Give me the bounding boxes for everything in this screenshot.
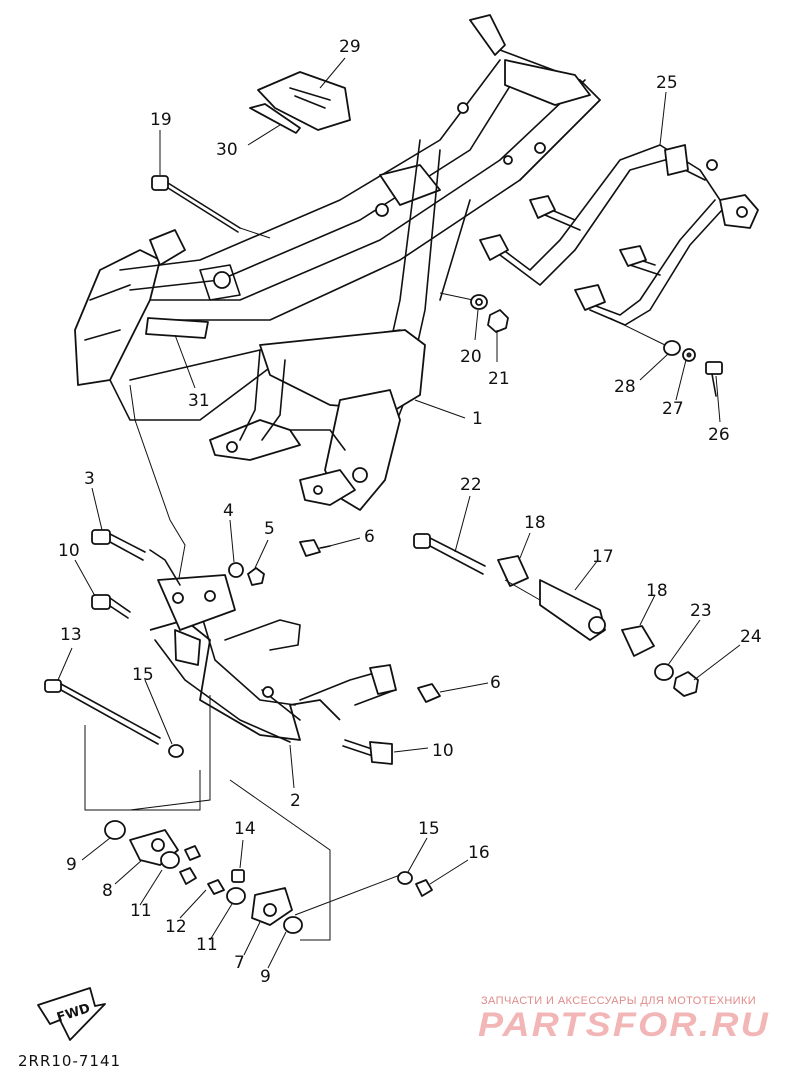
callout-18-lower: 18 [646, 581, 668, 601]
callout-21: 21 [488, 369, 510, 389]
washer-nut-20-21-drawing [439, 292, 509, 333]
callout-8: 8 [102, 881, 113, 901]
callout-9-left: 9 [66, 855, 77, 875]
engine-mounts-drawing [84, 695, 433, 941]
callout-28: 28 [614, 377, 636, 397]
callout-labels: 29 30 19 25 20 21 31 1 28 27 26 3 4 5 6 … [58, 37, 762, 987]
callout-6-lower: 6 [490, 673, 501, 693]
callout-23: 23 [690, 601, 712, 621]
bolts-lower-drawing [44, 529, 486, 765]
engine-bracket-drawing [149, 549, 397, 743]
callout-4: 4 [223, 501, 234, 521]
callout-16: 16 [468, 843, 490, 863]
callout-1: 1 [472, 409, 483, 429]
callout-31: 31 [188, 391, 210, 411]
callout-27: 27 [662, 399, 684, 419]
main-frame-drawing [74, 14, 601, 601]
callout-19: 19 [150, 110, 172, 130]
callout-9-right: 9 [260, 967, 271, 987]
callout-15-lower: 15 [418, 819, 440, 839]
callout-11-right: 11 [196, 935, 218, 955]
watermark-brand: PARTSFOR.RU [478, 1006, 770, 1044]
bracket-17-drawing [497, 555, 699, 697]
callout-12: 12 [165, 917, 187, 937]
callout-13: 13 [60, 625, 82, 645]
callout-30: 30 [216, 140, 238, 160]
watermark-tagline: ЗАПЧАСТИ И АКСЕССУАРЫ ДЛЯ МОТОТЕХНИКИ [481, 995, 756, 1007]
callout-10-upper: 10 [58, 541, 80, 561]
callout-3: 3 [84, 469, 95, 489]
callout-17: 17 [592, 547, 614, 567]
leader-lines [57, 57, 741, 969]
bolt-washer-26-28-drawing [609, 317, 723, 397]
callout-11-left: 11 [130, 901, 152, 921]
callout-26: 26 [708, 425, 730, 445]
callout-20: 20 [460, 347, 482, 367]
fwd-arrow [37, 987, 106, 1041]
rear-subframe-drawing [479, 144, 759, 326]
bolt-19-drawing [151, 175, 271, 239]
callout-29: 29 [339, 37, 361, 57]
callout-22: 22 [460, 475, 482, 495]
callout-18-upper: 18 [524, 513, 546, 533]
callout-10-lower: 10 [432, 741, 454, 761]
drawing-code: 2RR10-7141 [18, 1052, 121, 1070]
callout-5: 5 [264, 519, 275, 539]
callout-2: 2 [290, 791, 301, 811]
callout-14: 14 [234, 819, 256, 839]
callout-25: 25 [656, 73, 678, 93]
callout-15-upper: 15 [132, 665, 154, 685]
seat-plate-drawing [249, 71, 351, 134]
callout-24: 24 [740, 627, 762, 647]
callout-7: 7 [234, 953, 245, 973]
callout-6-upper: 6 [364, 527, 375, 547]
